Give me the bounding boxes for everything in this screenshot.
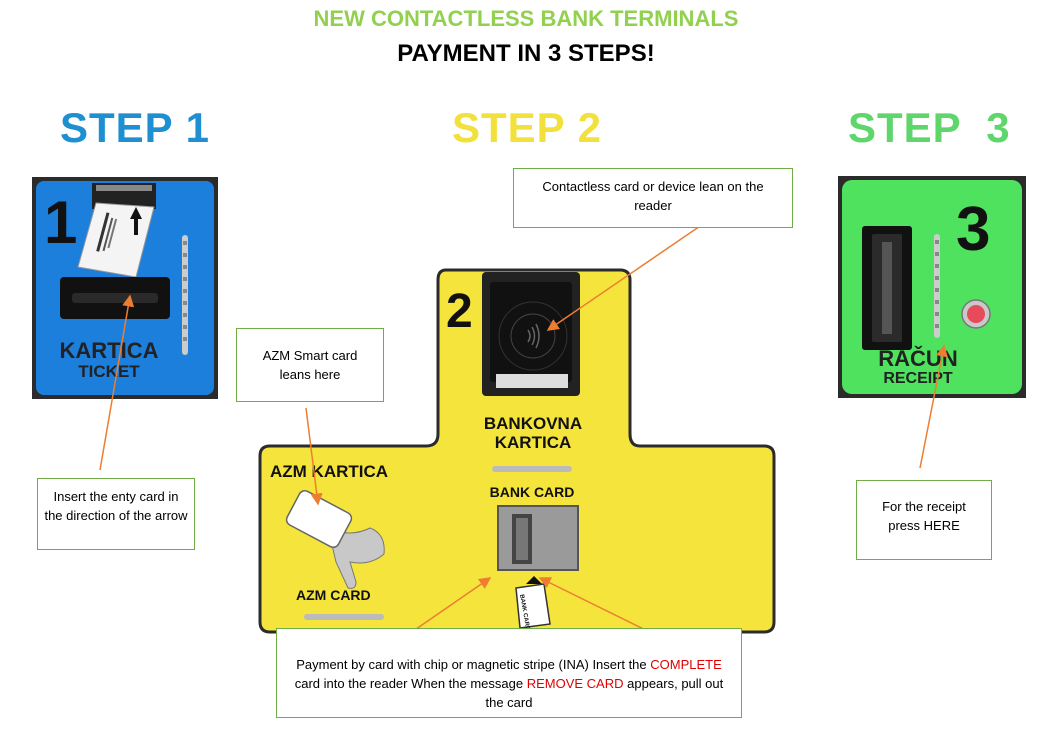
arrow-contactless xyxy=(546,221,707,331)
step-2-heading: STEP 2 xyxy=(452,104,602,151)
terminal-2-bank-label-line2: KARTICA xyxy=(494,433,572,452)
terminal-2-digit: 2 xyxy=(446,285,473,338)
terminal-3-panel xyxy=(838,176,1026,398)
page-title: NEW CONTACTLESS BANK TERMINALS xyxy=(313,6,739,31)
contactless-icon xyxy=(527,323,540,349)
terminal-2-panel xyxy=(258,268,776,634)
terminal-1-sublabel: TICKET xyxy=(78,362,140,381)
step-1-heading: STEP 1 xyxy=(60,104,210,151)
terminal-3-sublabel: RECEIPT xyxy=(883,370,953,387)
azm-card-icon xyxy=(285,489,385,589)
note-contactless: Contactless card or device lean on the r… xyxy=(513,168,793,228)
note-payment-text-3: appears, pull out the card xyxy=(485,676,724,710)
arrow-insert-entry xyxy=(99,294,135,471)
note-receipt: For the receipt press HERE xyxy=(856,480,992,560)
step-3-heading: STEP 3 xyxy=(848,104,1011,151)
note-azm-smart-text: AZM Smart card leans here xyxy=(262,348,358,382)
note-contactless-text: Contactless card or device lean on the r… xyxy=(542,179,764,213)
note-payment-text-2: card into the reader When the message xyxy=(294,676,527,691)
up-arrow-icon xyxy=(130,207,142,219)
note-payment-text-1: Payment by card with chip or magnetic st… xyxy=(296,657,651,672)
terminal-2-bank-card-label: BANK CARD xyxy=(489,484,575,500)
note-insert-entry: Insert the enty card in the direction of… xyxy=(37,478,195,550)
note-receipt-text: For the receipt press HERE xyxy=(882,499,966,533)
note-payment-remove: REMOVE CARD xyxy=(526,676,624,691)
terminal-2-azm-card-label: AZM CARD xyxy=(296,587,371,603)
terminal-1-digit: 1 xyxy=(44,189,78,256)
page-subtitle: PAYMENT IN 3 STEPS! xyxy=(397,40,655,67)
bank-card-icon xyxy=(515,583,551,629)
note-payment-complete: COMPLETE xyxy=(650,657,722,672)
note-insert-entry-text: Insert the enty card in the direction of… xyxy=(44,489,188,523)
terminal-1-label: KARTICA xyxy=(59,338,159,363)
note-azm-smart: AZM Smart card leans here xyxy=(236,328,384,402)
terminal-2-bank-label-line1: BANKOVNA xyxy=(483,414,583,433)
note-payment: Payment by card with chip or magnetic st… xyxy=(276,628,742,718)
chip-card-reader xyxy=(497,505,579,571)
terminal-3-digit: 3 xyxy=(956,195,991,264)
terminal-1-panel xyxy=(32,177,218,399)
arrow-receipt xyxy=(919,344,948,469)
terminal-2-azm-label: AZM KARTICA xyxy=(270,462,389,481)
arrow-azm-smart xyxy=(305,407,323,506)
